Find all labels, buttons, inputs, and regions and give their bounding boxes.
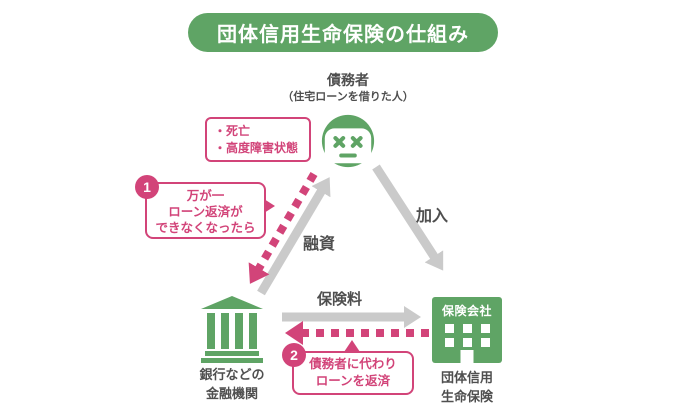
debtor-sublabel: （住宅ローンを借りた人） [282,91,414,103]
window [462,338,472,347]
step1-callout: 万が一 ローン返済が できなくなったら [145,182,266,239]
building-door [460,350,474,363]
premium-flow-label: 保険料 [317,291,363,308]
office-building-icon: 保険会社 [432,297,502,363]
causes-callout: ・死亡 ・高度障害状態 [205,117,311,162]
building-windows [432,324,502,347]
insurer-label-line: 生命保険 [440,389,493,404]
step2-pointer-triangle [344,340,360,352]
step1-line: できなくなったら [155,221,256,235]
insurer-building-label: 保険会社 [441,304,492,318]
loan-flow-label: 融資 [303,236,336,253]
window [444,324,454,333]
step2-line: 債務者に代わり [309,357,397,371]
page-title: 団体信用生命保険の仕組み [188,13,498,52]
bank-icon [201,296,263,363]
window [480,324,490,333]
step1-line: ローン返済が [168,205,243,219]
bank-label-line: 銀行などの [199,367,265,382]
step1-number-badge: 1 [135,175,159,199]
debtor-label: 債務者 [327,72,369,88]
step2-callout: 債務者に代わり ローンを返済 [292,351,414,395]
bank-label: 銀行などの 金融機関 [177,365,287,403]
window [462,324,472,333]
claim-dotted-arrow [248,171,318,284]
join-flow-label: 加入 [416,208,449,225]
insurer-label-line: 団体信用 [440,370,493,385]
step1-line: 万が一 [186,189,225,203]
causes-line: ・高度障害状態 [214,141,299,155]
step1-pointer-triangle [264,199,275,213]
window [444,338,454,347]
insurer-label: 団体信用 生命保険 [417,368,517,406]
causes-line: ・死亡 [214,124,251,138]
step2-number-badge: 2 [282,343,306,367]
window [480,338,490,347]
dead-face-icon [321,114,375,168]
step2-line: ローンを返済 [315,374,391,388]
bank-label-line: 金融機関 [205,386,258,401]
